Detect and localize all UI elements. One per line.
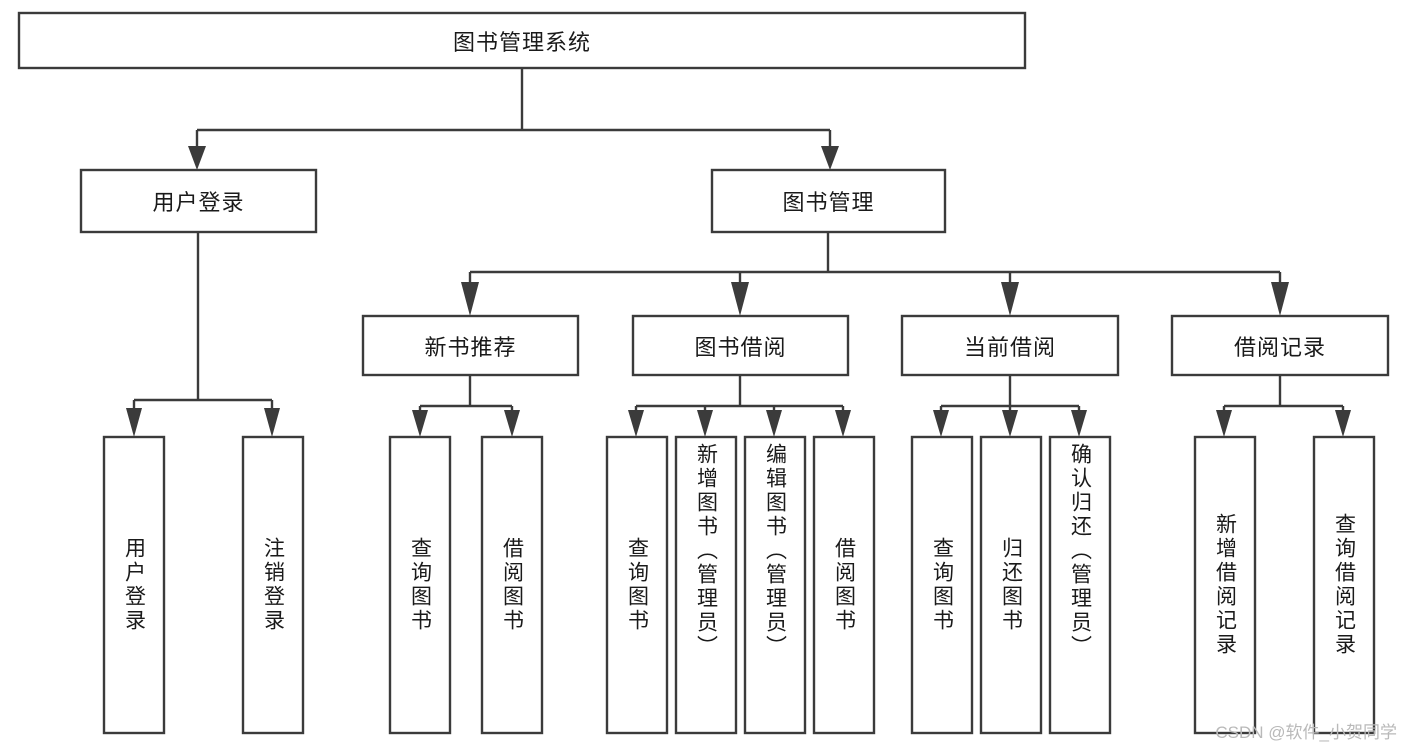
node-leaf-query-book-1[interactable]	[388, 435, 452, 735]
node-leaf-add-book[interactable]	[674, 435, 738, 735]
node-user-login[interactable]	[79, 168, 318, 234]
arrow-head-query-book-1	[412, 410, 428, 437]
node-book-borrow[interactable]	[631, 314, 850, 377]
arrow-head-borrow-book-1	[504, 410, 520, 437]
node-leaf-borrow-book-2[interactable]	[812, 435, 876, 735]
node-leaf-query-book-2[interactable]	[605, 435, 669, 735]
arrow-head-edit-book	[766, 410, 782, 437]
arrow-head-add-book	[697, 410, 713, 437]
node-leaf-confirm-return[interactable]	[1048, 435, 1112, 735]
node-leaf-query-book-3[interactable]	[910, 435, 974, 735]
arrow-head-query-book-2	[628, 410, 644, 437]
arrow-head-book-manage	[821, 146, 839, 170]
node-root[interactable]	[17, 11, 1027, 70]
arrow-head-current-borrow	[1001, 282, 1019, 316]
arrow-head-query-record	[1335, 410, 1351, 437]
arrow-head-borrow-book-2	[835, 410, 851, 437]
arrow-head-query-book-3	[933, 410, 949, 437]
node-leaf-query-record[interactable]	[1312, 435, 1376, 735]
arrow-head-return-book	[1002, 410, 1018, 437]
arrow-head-leaf-logout	[264, 408, 280, 437]
node-borrow-record[interactable]	[1170, 314, 1390, 377]
node-leaf-logout-login[interactable]	[241, 435, 305, 735]
arrow-head-confirm-return	[1071, 410, 1087, 437]
node-leaf-return-book[interactable]	[979, 435, 1043, 735]
node-new-book-recommend[interactable]	[361, 314, 580, 377]
node-book-manage[interactable]	[710, 168, 947, 234]
node-current-borrow[interactable]	[900, 314, 1120, 377]
node-leaf-borrow-book-1[interactable]	[480, 435, 544, 735]
arrow-head-add-record	[1216, 410, 1232, 437]
arrow-head-borrow-record	[1271, 282, 1289, 316]
arrow-head-user-login	[188, 146, 206, 170]
arrow-head-book-borrow	[731, 282, 749, 316]
node-leaf-edit-book[interactable]	[743, 435, 807, 735]
node-leaf-add-record[interactable]	[1193, 435, 1257, 735]
arrow-head-leaf-user-login	[126, 408, 142, 437]
node-leaf-user-login[interactable]	[102, 435, 166, 735]
arrow-head-new-book	[461, 282, 479, 316]
